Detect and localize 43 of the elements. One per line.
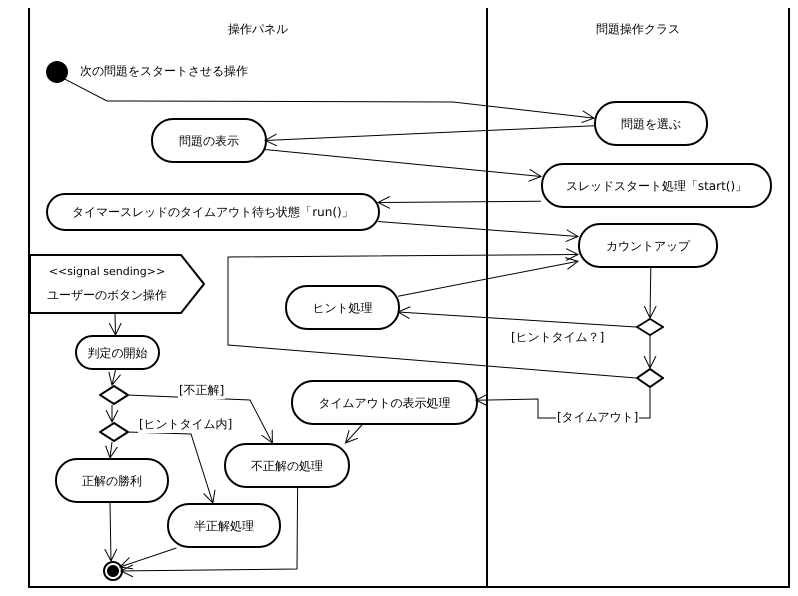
flow-arrow <box>644 336 656 368</box>
signal-sending-shape <box>29 254 205 314</box>
flow-arrow <box>398 257 578 297</box>
flow-arrow <box>126 432 216 504</box>
decision-diamond <box>99 422 129 442</box>
stereotype-label: <<signal sending>> <box>48 264 166 280</box>
flow-arrow <box>378 221 578 242</box>
swimlane-title: 問題操作クラス <box>596 21 680 38</box>
swimlane-title: 操作パネル <box>228 21 288 38</box>
action-box: ヒント処理 <box>285 285 400 330</box>
action-box: スレッドスタート処理「start()」 <box>541 163 772 208</box>
flow-arrow <box>104 502 118 562</box>
activity-note: 次の問題をスタートさせる操作 <box>80 63 248 80</box>
action-box: タイマースレッドのタイムアウト待ち状態「run()」 <box>46 193 380 231</box>
action-box: 判定の開始 <box>75 335 160 370</box>
flow-arrow <box>63 78 594 124</box>
final-node <box>103 561 123 581</box>
flow-arrow <box>105 442 118 458</box>
action-box: タイムアウトの表示処理 <box>291 380 478 425</box>
flow-arrow <box>108 370 122 386</box>
action-box: 不正解の処理 <box>224 443 350 488</box>
guard-label: [ヒントタイム内] <box>138 415 234 433</box>
flow-arrow <box>120 488 298 578</box>
flow-arrow <box>378 196 542 209</box>
flow-arrow <box>264 125 594 146</box>
decision-diamond <box>636 318 664 336</box>
action-box: 問題の表示 <box>151 118 267 163</box>
flow-arrow <box>264 149 542 182</box>
decision-diamond <box>99 385 129 405</box>
signal-label: ユーザーのボタン操作 <box>47 287 167 304</box>
flow-arrow <box>120 548 177 570</box>
flow-arrow <box>644 268 657 318</box>
flow-arrow <box>108 314 122 336</box>
action-box: カウントアップ <box>578 223 718 268</box>
action-box: 半正解処理 <box>167 503 281 548</box>
flow-arrow <box>106 404 118 422</box>
flow-arrow <box>398 306 636 328</box>
flow-arrow <box>228 248 636 378</box>
flow-arrow <box>344 424 362 444</box>
action-box: 問題を選ぶ <box>594 101 708 146</box>
action-box: 正解の勝利 <box>55 458 169 503</box>
decision-diamond <box>636 368 664 388</box>
swimlane <box>28 8 488 588</box>
